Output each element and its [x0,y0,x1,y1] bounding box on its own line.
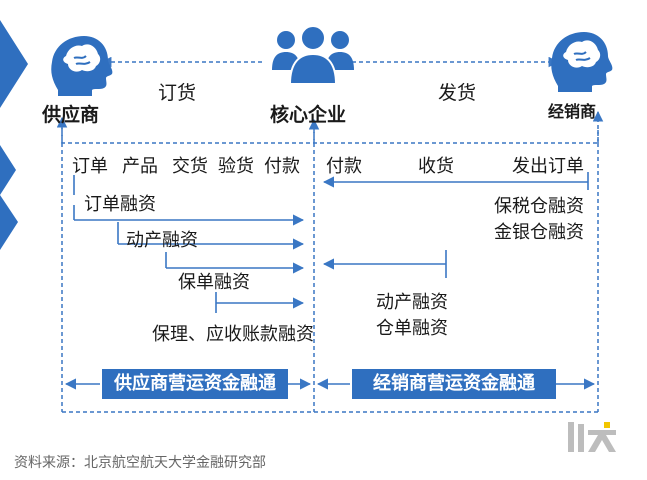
core-enterprise-label: 核心企业 [270,104,347,126]
item-bonded-warehouse: 保税仓融资 [494,196,584,217]
stage-payment-left: 付款 [264,156,300,177]
item-order-financing: 订单融资 [84,194,156,215]
stage-delivery: 交货 [172,156,208,177]
logo-mark [568,422,616,452]
item-gold-silver-warehouse: 金银仓融资 [494,222,584,243]
stage-order: 订单 [72,156,108,177]
chevron-3 [0,195,18,250]
stage-product: 产品 [122,156,158,177]
chevron-1 [0,20,28,108]
distributor-head-icon [551,32,613,92]
item-movable-financing-left: 动产融资 [126,230,198,251]
supplier-banner: 供应商营运资金融通 [102,369,288,399]
item-warehouse-receipt: 仓单融资 [376,318,448,339]
stage-payment-right: 付款 [326,156,362,177]
supplier-head-icon [51,36,113,96]
item-policy-financing: 保单融资 [178,272,250,293]
frame-top [61,128,599,144]
supplier-label: 供应商 [42,104,100,126]
stage-receive: 收货 [418,156,454,177]
stage-inspection: 验货 [218,156,254,177]
order-goods-label: 订货 [158,82,197,104]
core-enterprise-people-icon [272,25,354,85]
source-note: 资料来源：北京航空航天大学金融研究部 [14,455,266,471]
item-movable-financing-right: 动产融资 [376,292,448,313]
distributor-banner: 经销商营运资金融通 [352,369,556,399]
chevron-2 [0,145,16,195]
ship-goods-label: 发货 [438,82,477,104]
item-factoring: 保理、应收账款融资 [152,324,314,345]
distributor-label: 经销商 [548,102,597,121]
stage-issue-order: 发出订单 [512,156,584,177]
